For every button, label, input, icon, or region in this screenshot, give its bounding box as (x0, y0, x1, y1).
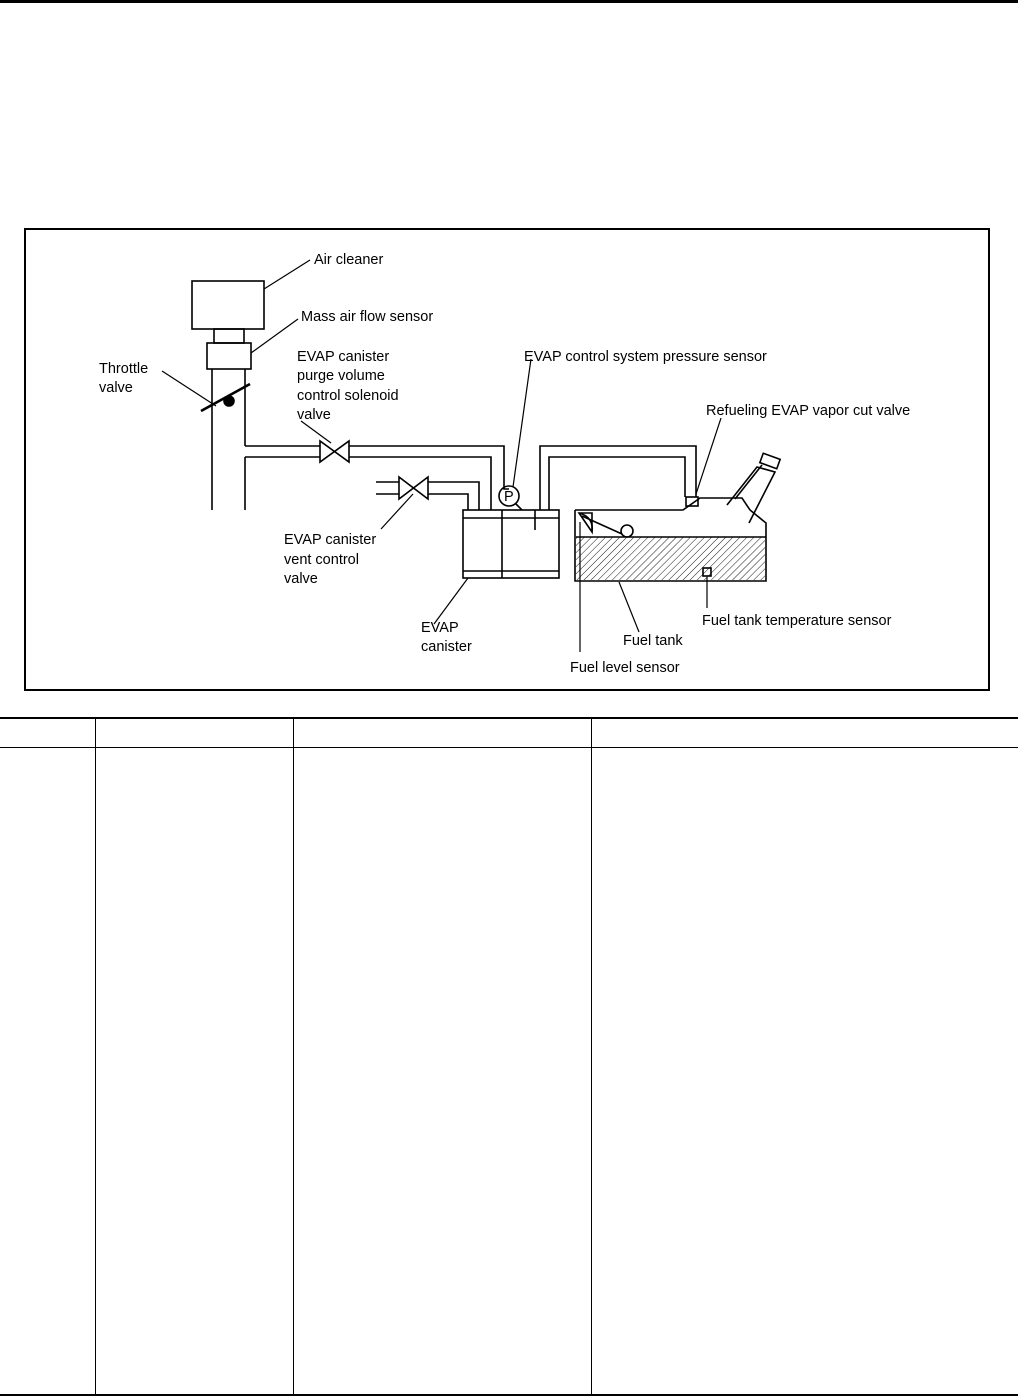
leader-air-cleaner (263, 259, 311, 290)
throttle-shaft (223, 395, 235, 407)
label-vent-2: vent control (284, 552, 359, 568)
table-column-divider-1 (95, 717, 96, 1396)
top-rule (0, 0, 1018, 3)
label-air-cleaner: Air cleaner (314, 252, 383, 268)
leader-throttle (161, 370, 217, 407)
fuel-level-float (620, 524, 634, 538)
leader-fuel-tank (618, 581, 640, 633)
pressure-sensor-symbol (498, 485, 520, 507)
leader-maf (250, 318, 299, 354)
evap-canister (462, 509, 560, 579)
purge-control-valve (319, 439, 350, 464)
fuel-temp-sensor-box (702, 567, 712, 577)
table-top-rule (0, 717, 1018, 719)
table-bottom-rule (0, 1394, 1018, 1396)
label-purge-4: valve (297, 407, 331, 423)
table-column-divider-3 (591, 717, 592, 1396)
air-cleaner-box (191, 280, 265, 330)
fuel-liquid (576, 537, 765, 580)
data-table (0, 717, 1018, 1396)
label-canister-1: EVAP (421, 620, 459, 636)
label-maf-sensor: Mass air flow sensor (301, 309, 433, 325)
label-canister-2: canister (421, 639, 472, 655)
mass-air-flow-sensor-box (206, 342, 252, 370)
vent-control-valve (398, 475, 429, 501)
evap-system-diagram: Air cleaner Mass air flow sensor Throttl… (24, 228, 990, 691)
vapor-cut-valve-box (685, 496, 699, 507)
label-pressure-symbol: P (504, 489, 514, 505)
leader-vapor-cut (695, 417, 722, 495)
leader-vent (380, 493, 414, 530)
evap-diagram-svg: Air cleaner Mass air flow sensor Throttl… (99, 252, 910, 676)
label-throttle-2: valve (99, 380, 133, 396)
label-purge-3: control solenoid (297, 388, 399, 404)
label-vent-1: EVAP canister (284, 532, 376, 548)
label-vent-3: valve (284, 571, 318, 587)
table-column-divider-2 (293, 717, 294, 1396)
label-vapor-cut-valve: Refueling EVAP vapor cut valve (706, 403, 910, 419)
label-fuel-level-sensor: Fuel level sensor (570, 660, 680, 676)
label-pressure-sensor: EVAP control system pressure sensor (524, 349, 767, 365)
label-fuel-temp-sensor: Fuel tank temperature sensor (702, 613, 892, 629)
vapor-line (539, 445, 697, 510)
label-throttle-1: Throttle (99, 361, 148, 377)
air-duct-neck (213, 328, 245, 344)
table-header-rule (0, 747, 1018, 748)
filler-neck (726, 466, 777, 524)
leader-pressure (512, 358, 532, 488)
label-purge-1: EVAP canister (297, 349, 389, 365)
leader-canister (433, 577, 469, 625)
label-purge-2: purge volume (297, 368, 385, 384)
leader-purge (300, 420, 332, 444)
label-fuel-tank: Fuel tank (623, 633, 683, 649)
